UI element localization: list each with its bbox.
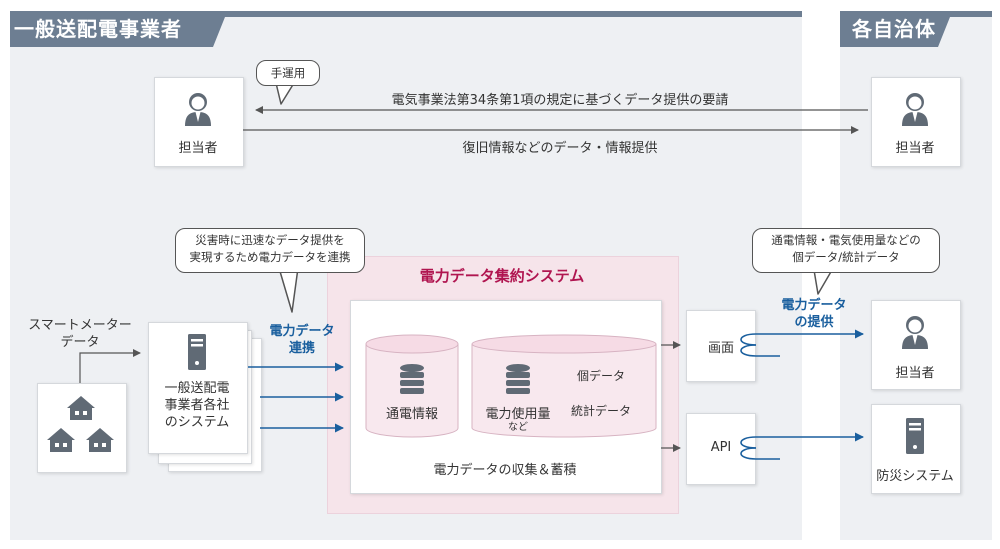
company-system-line-3: のシステム	[164, 415, 230, 430]
data-provision-line-2: の提供	[794, 315, 834, 330]
usage-sub-label: など	[508, 422, 528, 433]
houses-card	[37, 383, 127, 473]
company-system-label: 一般送配電 事業者各社 のシステム	[148, 380, 246, 431]
bubble-tail-cover	[815, 267, 831, 270]
individual-data-label: 個データ	[576, 369, 625, 383]
server-icon	[188, 334, 206, 370]
api-card	[686, 413, 756, 485]
usage-label: 電力使用量	[485, 407, 551, 422]
municipality-header: 各自治体	[852, 17, 936, 41]
person-icon	[902, 316, 928, 349]
data-provision-line-1: 電力データ	[781, 298, 847, 313]
company-system-line-1: 一般送配電	[164, 381, 230, 396]
provided-data-line-1: 通電情報・電気使用量などの	[771, 233, 921, 247]
power-status-label: 通電情報	[385, 407, 438, 422]
manual-operation-label: 手運用	[270, 66, 306, 80]
database-icon	[400, 364, 424, 394]
link-reason-bubble: 災害時に迅速なデータ提供を 実現するため電力データを連携	[175, 228, 365, 273]
disaster-system-label: 防災システム	[876, 469, 954, 484]
data-link-line-2: 連携	[288, 341, 315, 356]
municipality-person-label-top: 担当者	[895, 141, 935, 156]
collection-label: 電力データの収集＆蓄積	[433, 463, 577, 478]
person-icon	[902, 93, 928, 126]
data-link-label: 電力データ 連携	[262, 323, 342, 357]
data-response-text: 復旧情報などのデータ・情報提供	[462, 141, 658, 156]
bubble-tail-cover	[277, 81, 293, 83]
data-link-line-1: 電力データ	[269, 324, 335, 339]
operator-header: 一般送配電事業者	[14, 17, 182, 41]
person-icon	[185, 93, 211, 126]
provided-data-line-2: 個データ/統計データ	[792, 250, 900, 264]
database-icon	[506, 364, 530, 394]
bubble-tail-cover	[280, 266, 297, 269]
municipality-person-label-bottom: 担当者	[895, 366, 935, 381]
operator-person-label: 担当者	[178, 141, 218, 156]
aggregation-system-title: 電力データ集約システム	[419, 267, 585, 285]
smart-meter-line-1: スマートメーター	[28, 318, 132, 333]
house-icon	[86, 428, 114, 452]
provided-data-bubble: 通電情報・電気使用量などの 個データ/統計データ	[752, 228, 940, 273]
smart-meter-line-2: データ	[60, 335, 100, 350]
link-reason-line-2: 実現するため電力データを連携	[189, 250, 351, 264]
screen-label: 画面	[707, 341, 734, 356]
screen-card	[686, 310, 756, 382]
house-icon	[67, 396, 95, 420]
house-icon	[47, 428, 75, 452]
smart-meter-label: スマートメーター データ	[20, 317, 140, 351]
api-label: API	[710, 440, 732, 455]
statistics-data-label: 統計データ	[570, 404, 631, 418]
data-provision-label: 電力データ の提供	[774, 297, 854, 331]
company-system-line-2: 事業者各社	[164, 398, 230, 413]
server-icon	[906, 418, 924, 454]
link-reason-line-1: 災害時に迅速なデータ提供を	[195, 233, 345, 247]
data-request-text: 電気事業法第34条第1項の規定に基づくデータ提供の要請	[391, 93, 729, 108]
